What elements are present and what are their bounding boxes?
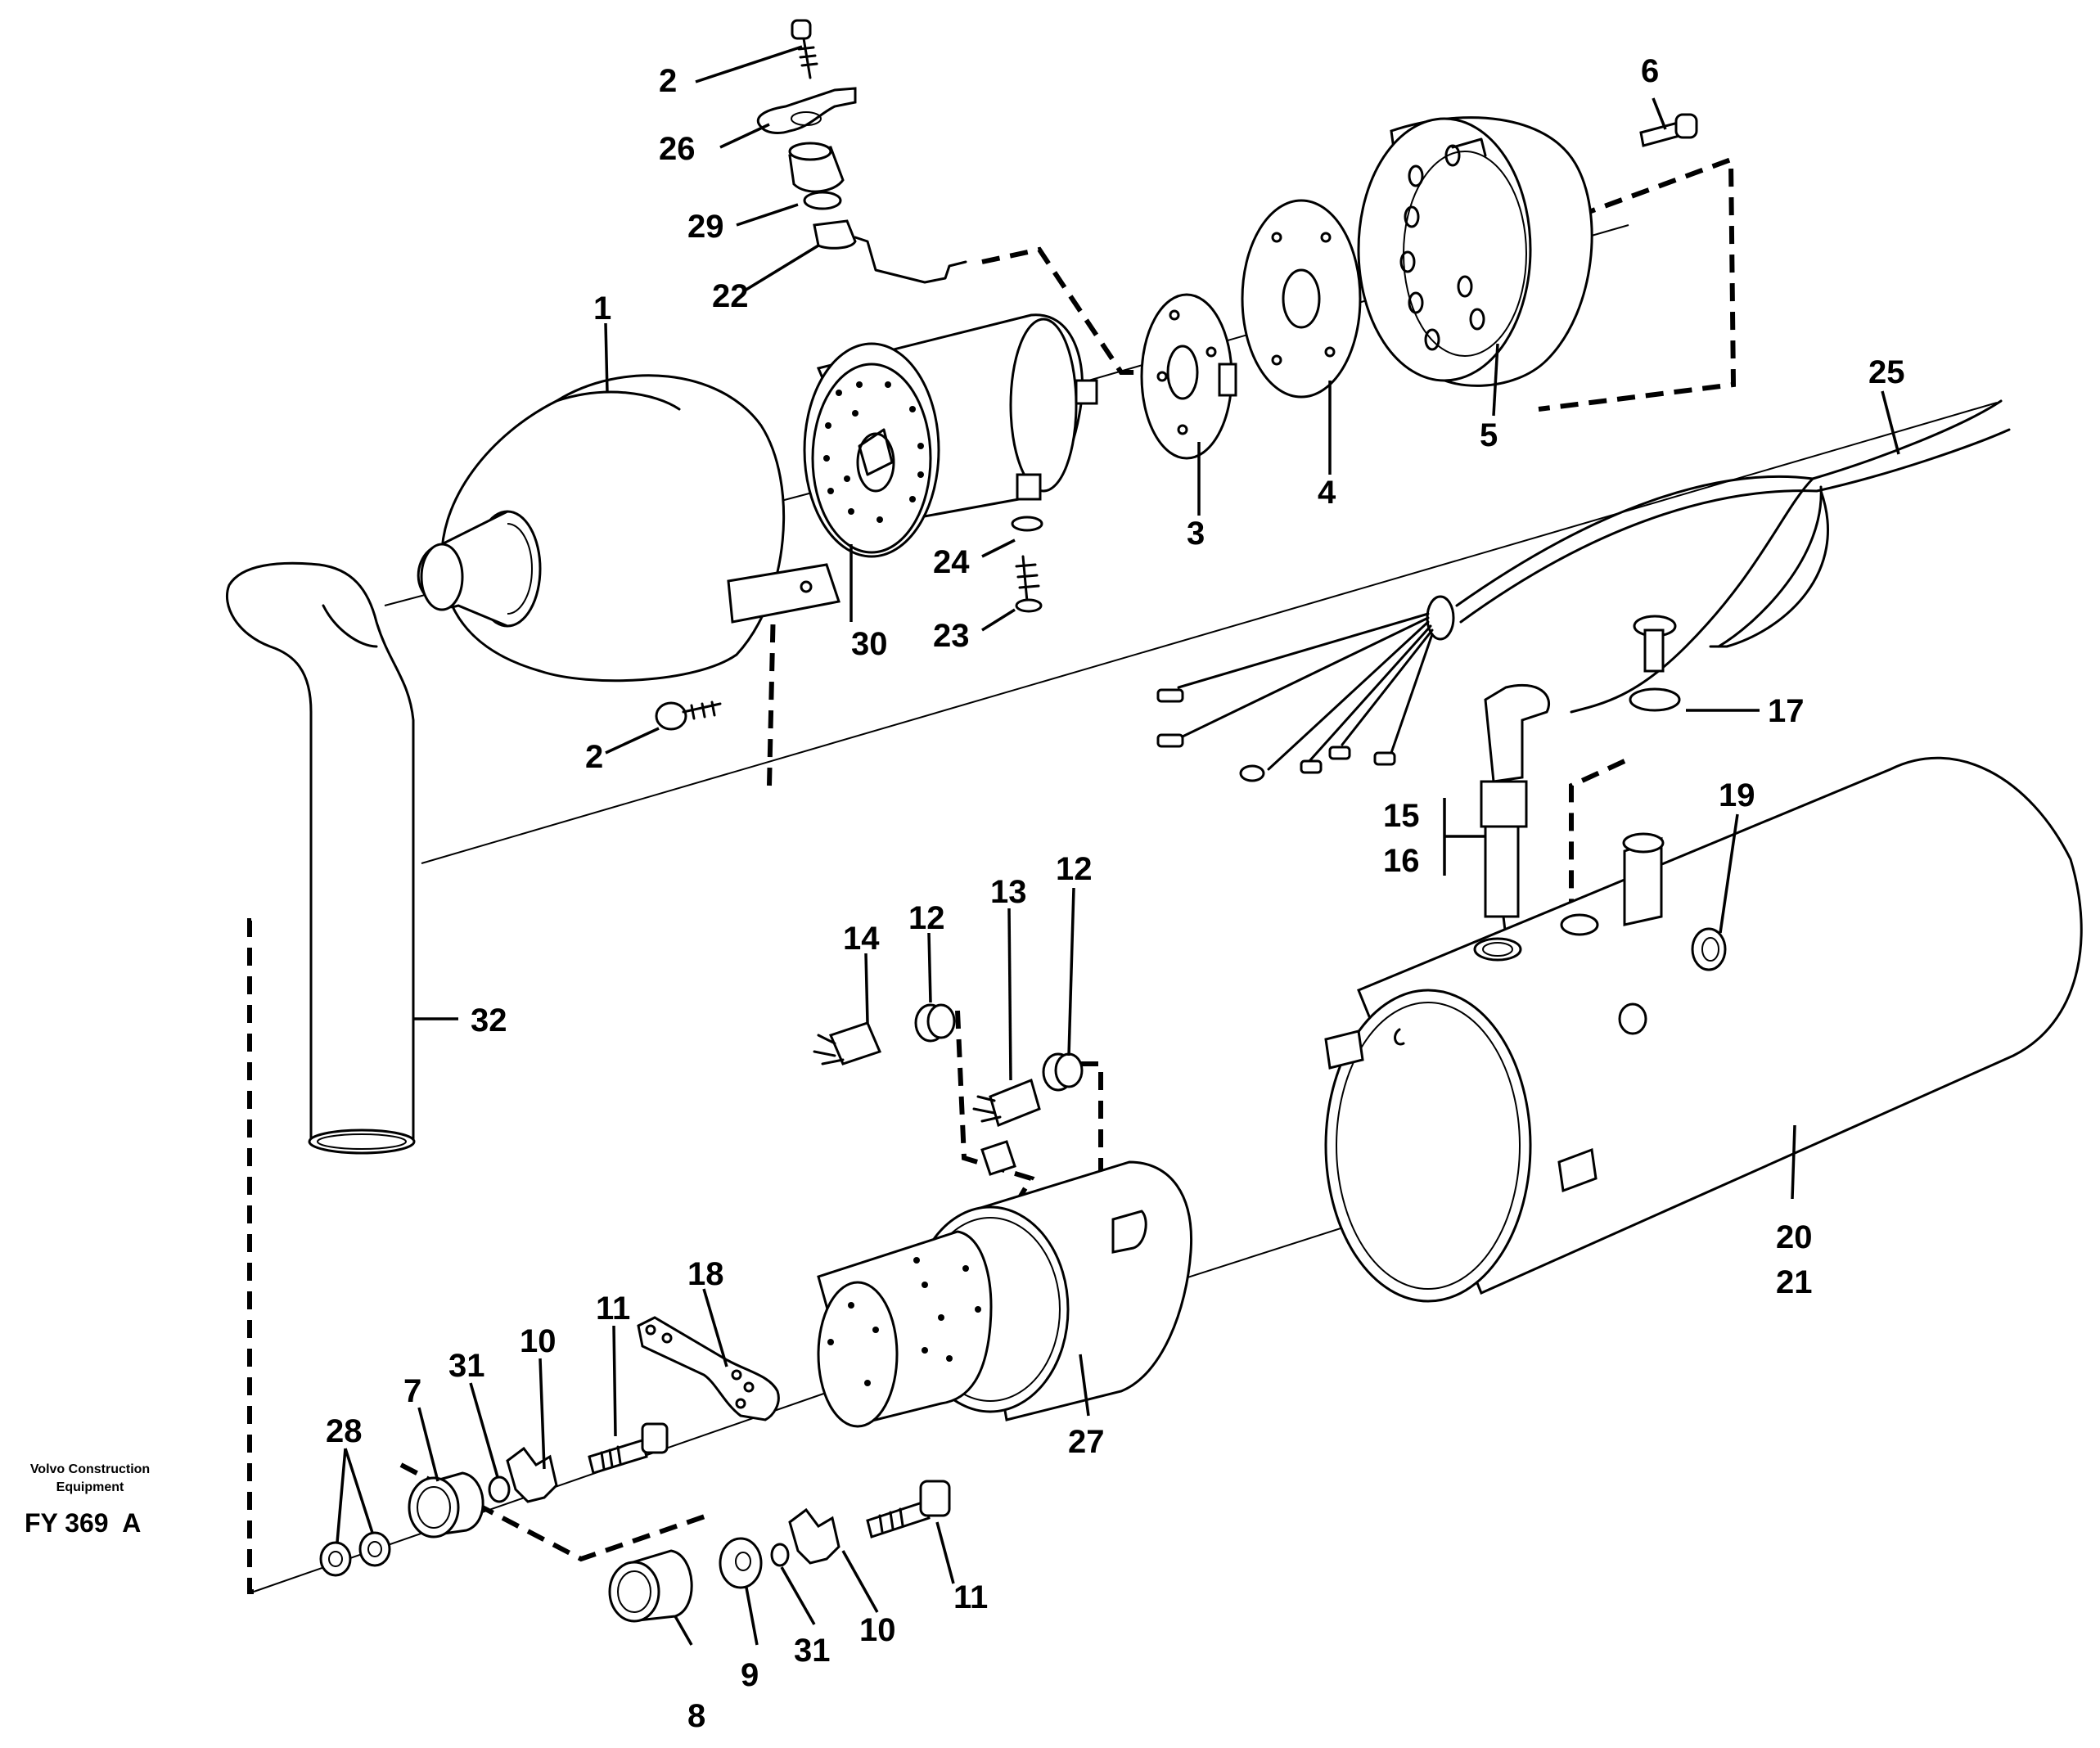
washer-31-upper [488, 1475, 511, 1503]
callout-24: 24 [933, 544, 970, 580]
bolt-11-upper [588, 1422, 669, 1475]
callout-23: 23 [933, 618, 970, 654]
callout-31-lower: 31 [794, 1633, 831, 1669]
callout-labels: 2 26 29 22 1 6 5 4 3 30 24 23 2 25 17 15… [326, 53, 1905, 1734]
cover-5 [1357, 116, 1593, 387]
callout-18: 18 [687, 1256, 724, 1292]
callout-11-lower: 11 [953, 1579, 988, 1615]
callout-19: 19 [1719, 777, 1755, 813]
callout-10-upper: 10 [520, 1323, 557, 1359]
callout-25: 25 [1868, 354, 1905, 390]
sleeve-8 [608, 1549, 693, 1623]
callout-26: 26 [659, 131, 696, 167]
callout-6: 6 [1641, 53, 1659, 89]
callout-30: 30 [851, 626, 888, 662]
callout-7: 7 [403, 1373, 421, 1409]
heat-exchanger-20-21 [1324, 756, 2083, 1303]
washers-28 [319, 1531, 391, 1577]
washer-24 [1011, 516, 1043, 532]
callout-22: 22 [712, 278, 749, 314]
sleeve-7 [408, 1471, 484, 1539]
callout-21: 21 [1776, 1264, 1813, 1300]
callout-3: 3 [1187, 516, 1205, 552]
brand-line-1: Volvo Construction [30, 1462, 150, 1476]
screw-6 [1639, 113, 1698, 147]
screw-2-lower [655, 701, 722, 731]
brand-block: Volvo Construction Equipment FY 369 A [25, 1462, 150, 1538]
combustion-chamber-27 [817, 1140, 1193, 1428]
callout-4: 4 [1318, 475, 1336, 511]
sensor-plug-17 [1629, 615, 1681, 712]
clip-10-lower [788, 1507, 840, 1565]
callout-32: 32 [471, 1002, 507, 1038]
callout-9: 9 [741, 1657, 759, 1693]
callout-14: 14 [843, 921, 880, 957]
callout-2-top: 2 [659, 63, 677, 99]
callout-11-upper: 11 [596, 1291, 630, 1327]
screw-23 [1015, 555, 1043, 613]
exhaust-pipe-32 [225, 561, 416, 1155]
blower-housing-1 [417, 374, 840, 683]
callout-12-right: 12 [1056, 851, 1093, 887]
temperature-sensor-15-16 [1480, 683, 1550, 939]
wiring-harness-25 [1156, 399, 2011, 782]
callout-8: 8 [687, 1698, 705, 1734]
callout-10-lower: 10 [859, 1612, 896, 1648]
callout-28: 28 [326, 1413, 363, 1449]
clip-10-upper [506, 1446, 558, 1503]
bracket-18 [637, 1316, 780, 1421]
callout-15: 15 [1383, 798, 1420, 834]
flange-3 [1140, 293, 1237, 460]
callout-17: 17 [1768, 693, 1805, 729]
callout-5: 5 [1480, 417, 1498, 453]
gasket-4 [1241, 199, 1362, 399]
callout-12-left: 12 [908, 900, 945, 936]
brand-line-2: Equipment [56, 1480, 124, 1494]
grommet-19 [1691, 927, 1727, 971]
callout-2-lower: 2 [585, 739, 603, 775]
callout-31-upper: 31 [448, 1348, 485, 1384]
nozzle-parts-12-13-14 [813, 1003, 1084, 1128]
figure-code: FY 369 A [25, 1508, 141, 1538]
top-clamp-parts [756, 19, 967, 284]
callout-29: 29 [687, 209, 724, 245]
fan-wheel-motor-30 [803, 313, 1098, 558]
callout-16: 16 [1383, 843, 1420, 879]
disc-9 [719, 1537, 763, 1589]
callout-20: 20 [1776, 1219, 1813, 1255]
callout-1: 1 [593, 291, 611, 327]
callout-13: 13 [990, 874, 1027, 910]
leader-lines [336, 45, 1900, 1646]
callout-27: 27 [1068, 1424, 1105, 1460]
bolt-11-lower [866, 1480, 951, 1539]
washer-31-lower [770, 1543, 790, 1567]
